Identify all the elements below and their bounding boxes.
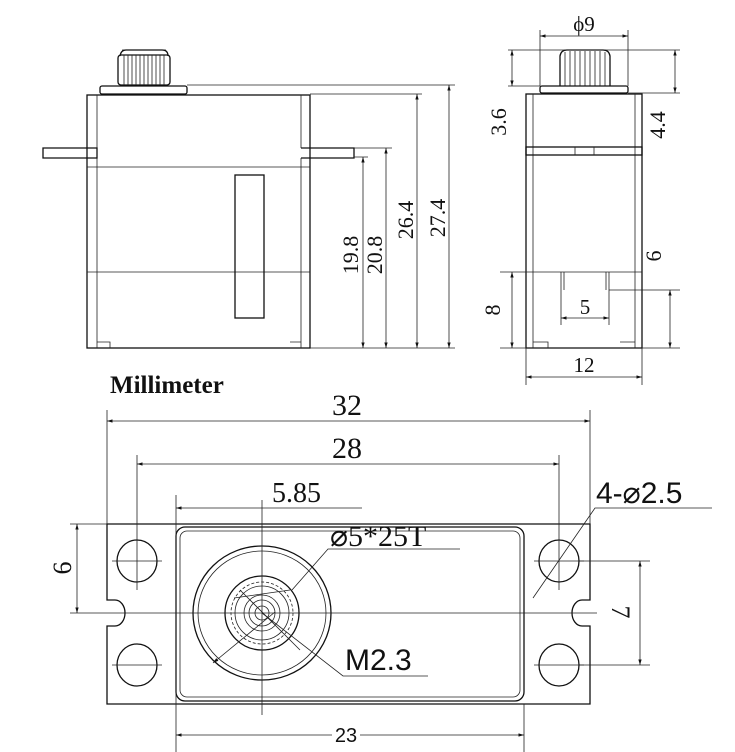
dim-19-8: 19.8 (338, 236, 363, 275)
dim-7: 7 (606, 606, 635, 619)
front-view: 19.8 20.8 26.4 27.4 (42, 49, 455, 349)
mount-hole-callout: 4-⌀2.5 (596, 477, 682, 510)
dim-4-4: 4.4 (645, 111, 670, 139)
dim-32: 32 (332, 389, 362, 422)
case-body (86, 94, 311, 349)
dim-6-bottom: 6 (48, 562, 77, 575)
screw-callout: M2.3 (345, 644, 412, 677)
dim-27-4: 27.4 (425, 199, 450, 238)
dim-23: 23 (335, 725, 357, 747)
dim-8: 8 (480, 305, 505, 316)
dim-20-8: 20.8 (362, 236, 387, 275)
side-view: ϕ9 3.6 4.4 6 8 5 12 (480, 12, 680, 385)
mount-ear-right (301, 147, 355, 159)
dim-6-side: 6 (641, 251, 666, 262)
dim-3-6: 3.6 (486, 108, 511, 136)
mount-ear-left (42, 147, 98, 159)
bottom-view: 32 28 5.85 4-⌀2.5 ⌀5*25T M2.3 6 7 23 (48, 389, 712, 752)
side-flange (525, 146, 643, 156)
dim-5: 5 (580, 295, 591, 319)
horn-plate (99, 85, 188, 95)
dim-phi-9: ϕ9 (573, 12, 595, 36)
dim-28: 28 (332, 432, 362, 465)
dim-12: 12 (574, 353, 595, 377)
mounting-plate-outline (106, 523, 591, 705)
side-spline (559, 49, 611, 86)
label-slot (234, 174, 265, 319)
dim-26-4: 26.4 (393, 201, 418, 240)
spline-callout: ⌀5*25T (330, 520, 426, 553)
output-spline (117, 49, 171, 86)
dim-5-85: 5.85 (272, 478, 321, 509)
unit-label: Millimeter (110, 372, 224, 399)
